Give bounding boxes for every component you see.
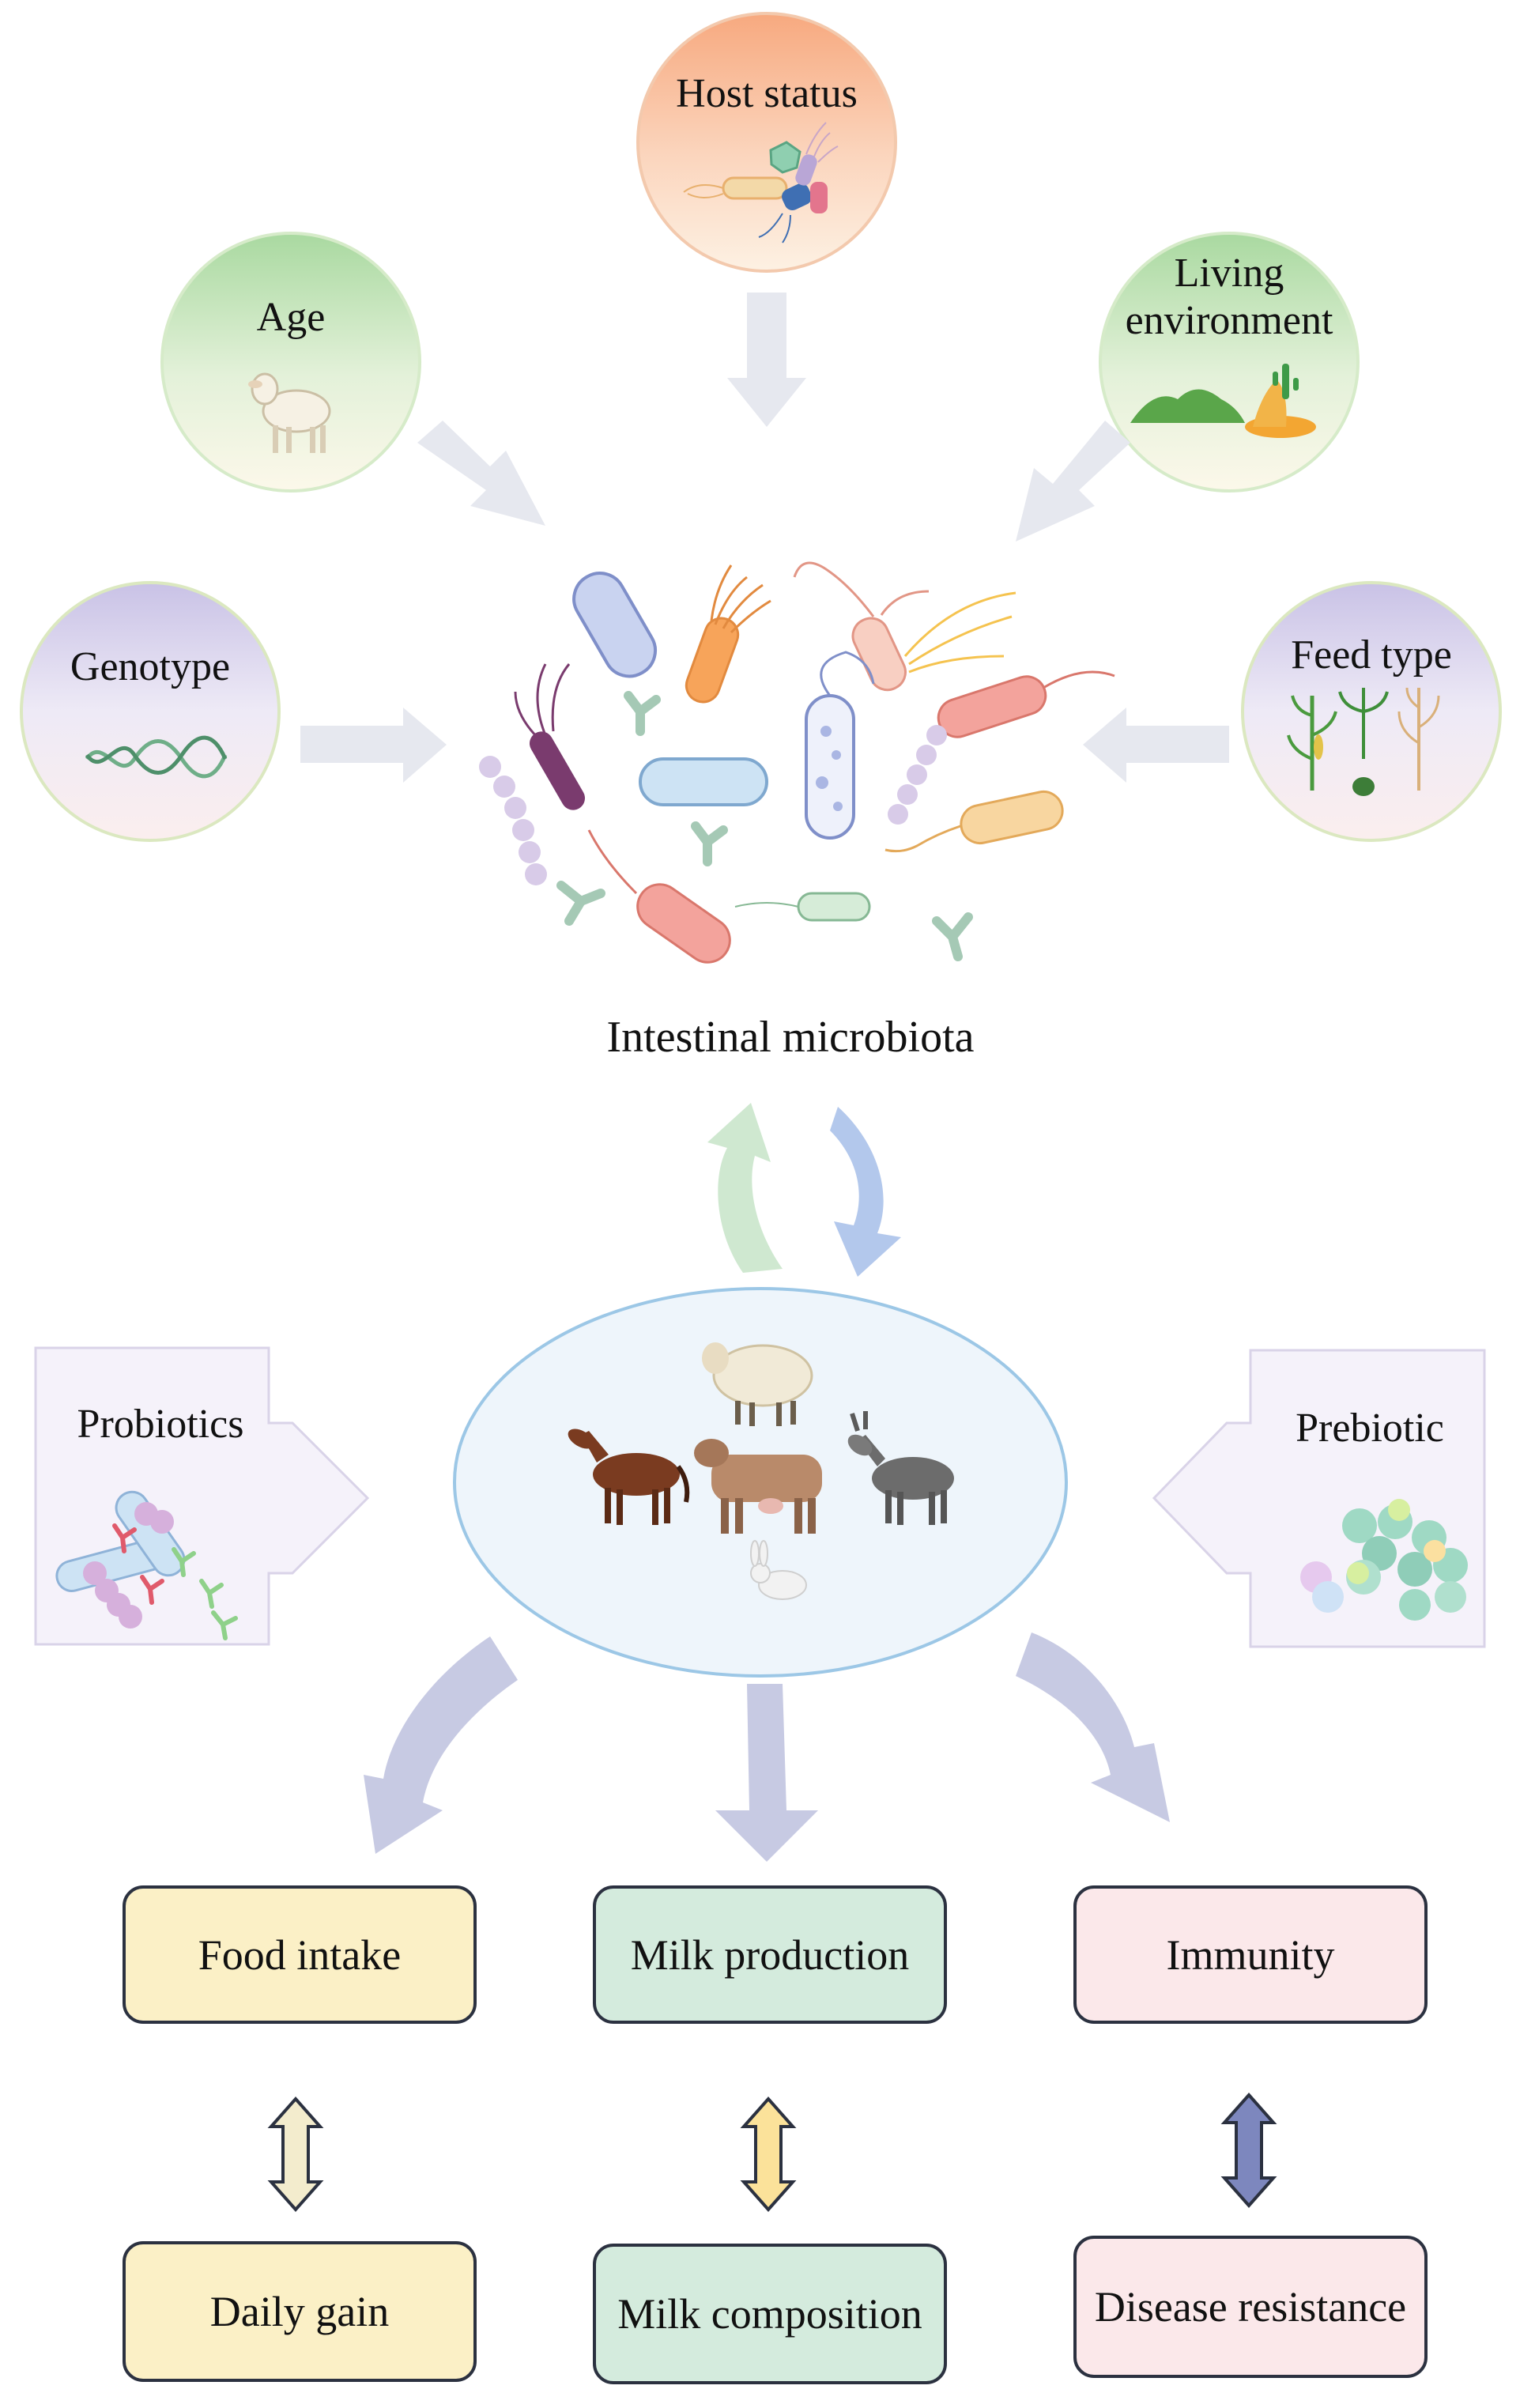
age-node: Age [160,232,421,493]
cycle-down-arrow [830,1107,901,1277]
living-environment-arrow [1016,421,1130,542]
feed-type-node: Feed type [1241,581,1502,842]
milk-composition-box: Milk composition [593,2244,947,2384]
dna-icon [85,735,228,779]
food-intake-arrow [364,1636,518,1854]
prebiotic-beads-icon [1300,1499,1468,1621]
living-environment-label-line1: Living [1175,251,1284,296]
milk-production-arrow [715,1684,818,1862]
age-label: Age [257,295,326,340]
horse-icon [568,1429,690,1525]
feed-type-label: Feed type [1291,632,1452,677]
genotype-arrow [300,708,447,783]
food-intake-daily-gain-double-arrow [267,2096,324,2213]
cow-icon [694,1439,822,1534]
host-status-arrow [727,293,806,427]
food-intake-box: Food intake [123,1885,477,2024]
daily-gain-box: Daily gain [123,2241,477,2382]
genotype-label: Genotype [70,644,230,689]
milk-production-composition-double-arrow [740,2096,797,2213]
antibody-icon [556,691,973,961]
living-environment-node: Living environment [1099,232,1360,493]
disease-resistance-box: Disease resistance [1073,2236,1428,2378]
feed-type-arrow [1083,708,1229,783]
landscape-icon [1130,364,1316,438]
coccus-chain-icon [479,725,947,885]
microbiota-label: Intestinal microbiota [607,1013,975,1062]
bacteria-icon [683,122,839,243]
sheep-icon [702,1342,813,1426]
probiotic-bacteria-icon [55,1490,238,1640]
probiotics-label: Probiotics [77,1402,244,1447]
bacteria-icon [514,561,1115,964]
prebiotic-label: Prebiotic [1296,1406,1444,1451]
milk-production-box: Milk production [593,1885,947,2024]
host-status-label: Host status [676,71,858,116]
probiotics-node: Probiotics [34,1346,370,1646]
daily-gain-label: Daily gain [209,2288,390,2335]
disease-resistance-label: Disease resistance [1094,2283,1407,2331]
food-intake-label: Food intake [198,1931,402,1979]
age-arrow [417,421,545,526]
microbiota-cluster [479,561,1115,964]
livestock-ellipse [453,1287,1068,1678]
immunity-disease-resistance-double-arrow [1220,2092,1277,2209]
rabbit-icon [750,1540,807,1600]
living-environment-label-line2: environment [1126,298,1333,343]
immunity-arrow [1016,1632,1170,1822]
cycle-up-arrow [707,1103,783,1273]
genotype-node: Genotype [20,581,281,842]
milk-composition-label: Milk composition [617,2290,922,2338]
immunity-box: Immunity [1073,1885,1428,2024]
milk-production-label: Milk production [630,1931,910,1979]
plants-icon [1287,687,1440,796]
lamb-icon [248,372,331,453]
host-status-node: Host status [636,12,897,273]
prebiotic-node: Prebiotic [1152,1349,1486,1648]
immunity-label: Immunity [1166,1931,1335,1979]
donkey-icon [847,1411,954,1525]
